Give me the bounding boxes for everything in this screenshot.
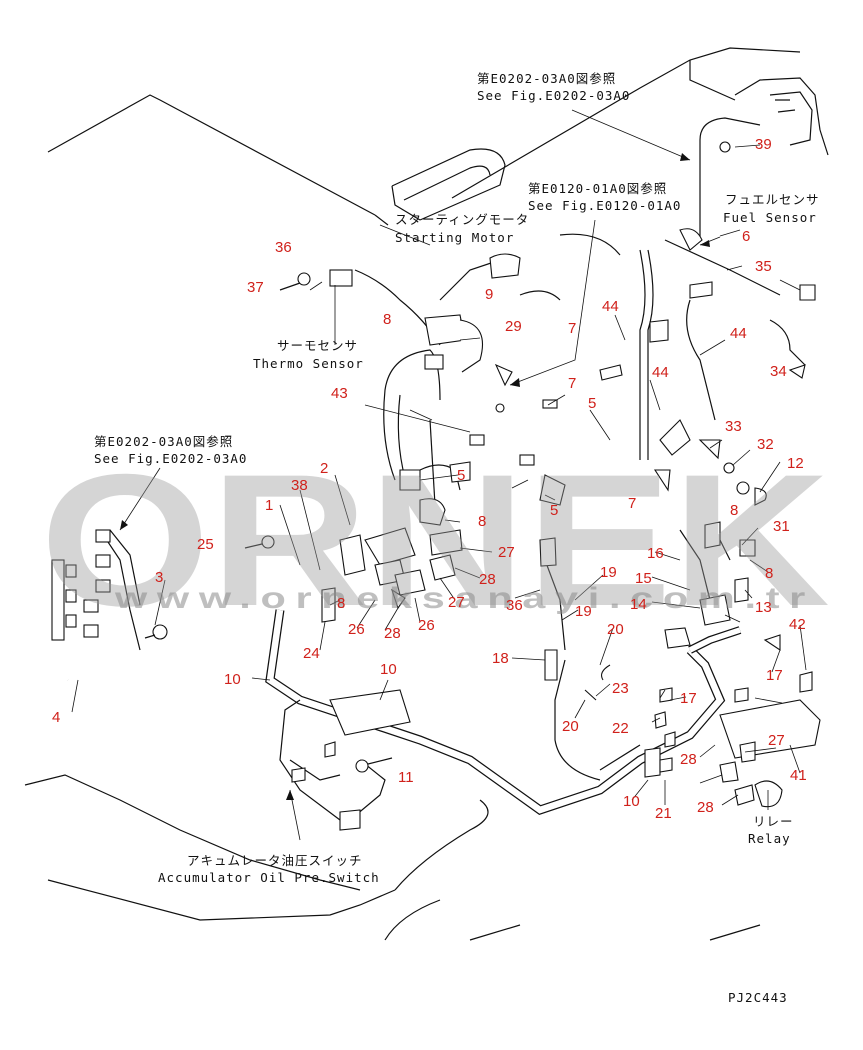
callout-31: 31 xyxy=(773,518,790,535)
ref-e0202-top-en: See Fig.E0202-03A0 xyxy=(477,88,630,103)
watermark-main: ORNEK xyxy=(40,435,830,645)
callout-8-e: 8 xyxy=(765,565,773,582)
callout-33: 33 xyxy=(725,418,742,435)
ref-e0120-en: See Fig.E0120-01A0 xyxy=(528,198,681,213)
callout-10-c: 10 xyxy=(623,793,640,810)
callout-21: 21 xyxy=(655,805,672,822)
starting-motor-jp: スターティングモータ xyxy=(395,212,529,227)
callout-5-b: 5 xyxy=(457,467,465,484)
callout-27-b: 27 xyxy=(448,594,465,611)
callout-29: 29 xyxy=(505,318,522,335)
callout-12: 12 xyxy=(787,455,804,472)
callout-28-d: 28 xyxy=(697,799,714,816)
callout-16: 16 xyxy=(647,545,664,562)
fuel-sensor-jp: フュエルセンサ xyxy=(725,192,820,207)
callout-25: 25 xyxy=(197,536,214,553)
callout-17-b: 17 xyxy=(766,667,783,684)
callout-11: 11 xyxy=(398,769,414,786)
callout-26-b: 26 xyxy=(418,617,435,634)
callout-28-c: 28 xyxy=(680,751,697,768)
callout-44-a: 44 xyxy=(602,298,619,315)
callout-7-a: 7 xyxy=(568,320,576,337)
callout-17-a: 17 xyxy=(680,690,697,707)
callout-9: 9 xyxy=(485,286,493,303)
callout-44-c: 44 xyxy=(652,364,669,381)
part-callouts: 1 2 3 4 5 5 5 6 7 7 7 8 8 8 8 8 9 10 10 … xyxy=(52,136,807,822)
ref-e0202-top-jp: 第E0202-03A0図参照 xyxy=(477,71,616,86)
callout-37: 37 xyxy=(247,279,264,296)
relay-en: Relay xyxy=(748,831,791,846)
thermo-sensor-en: Thermo Sensor xyxy=(253,356,364,371)
leader-lines xyxy=(71,109,807,841)
callout-43: 43 xyxy=(331,385,348,402)
fuel-sensor-en: Fuel Sensor xyxy=(723,210,817,225)
callout-27-a: 27 xyxy=(498,544,515,561)
callout-36-a: 36 xyxy=(275,239,292,256)
callout-41: 41 xyxy=(790,767,807,784)
callout-23: 23 xyxy=(612,680,629,697)
watermark-sub: www.orneksanayi.com.tr xyxy=(114,582,815,615)
machine-outline xyxy=(24,47,829,941)
callout-34: 34 xyxy=(770,363,787,380)
callout-8-c: 8 xyxy=(337,595,345,612)
callout-13: 13 xyxy=(755,599,772,616)
callout-18: 18 xyxy=(492,650,509,667)
drawing-code: PJ2C443 xyxy=(728,990,788,1005)
callout-10-b: 10 xyxy=(380,661,397,678)
callout-5-c: 5 xyxy=(550,502,558,519)
callout-28-a: 28 xyxy=(479,571,496,588)
callout-7-b: 7 xyxy=(568,375,576,392)
callout-19-a: 19 xyxy=(600,564,617,581)
callout-5-a: 5 xyxy=(588,395,596,412)
callout-39: 39 xyxy=(755,136,772,153)
callout-32: 32 xyxy=(757,436,774,453)
callout-28-b: 28 xyxy=(384,625,401,642)
callout-2: 2 xyxy=(320,460,328,477)
reference-labels: 第E0202-03A0図参照 See Fig.E0202-03A0 第E0120… xyxy=(94,71,820,1005)
callout-36-b: 36 xyxy=(506,597,523,614)
relay-jp: リレー xyxy=(753,814,794,829)
starting-motor-en: Starting Motor xyxy=(395,230,514,245)
callout-3: 3 xyxy=(155,569,163,586)
thermo-sensor-jp: サーモセンサ xyxy=(277,338,358,353)
callout-20-a: 20 xyxy=(607,621,624,638)
callout-1: 1 xyxy=(265,497,273,514)
callout-10-a: 10 xyxy=(224,671,241,688)
callout-27-c: 27 xyxy=(768,732,785,749)
callout-8-d: 8 xyxy=(730,502,738,519)
callout-38: 38 xyxy=(291,477,308,494)
callout-22: 22 xyxy=(612,720,629,737)
ref-e0120-jp: 第E0120-01A0図参照 xyxy=(528,181,667,196)
callout-19-b: 19 xyxy=(575,603,592,620)
ref-e0202-left-en: See Fig.E0202-03A0 xyxy=(94,451,247,466)
callout-20-b: 20 xyxy=(562,718,579,735)
callout-35: 35 xyxy=(755,258,772,275)
callout-7-c: 7 xyxy=(628,495,636,512)
ref-e0202-left-jp: 第E0202-03A0図参照 xyxy=(94,434,233,449)
accumulator-switch-jp: アキュムレータ油圧スイッチ xyxy=(187,853,363,868)
accumulator-switch-en: Accumulator Oil Pre.Switch xyxy=(158,870,380,885)
callout-8-b: 8 xyxy=(478,513,486,530)
callout-8-a: 8 xyxy=(383,311,391,328)
main-harness xyxy=(66,117,806,821)
callout-44-b: 44 xyxy=(730,325,747,342)
callout-15: 15 xyxy=(635,570,652,587)
callout-26-a: 26 xyxy=(348,621,365,638)
hardware-parts xyxy=(51,141,821,831)
callout-14: 14 xyxy=(630,596,647,613)
callout-6: 6 xyxy=(742,228,750,245)
callout-24: 24 xyxy=(303,645,320,662)
watermark: ORNEK www.orneksanayi.com.tr xyxy=(40,435,830,645)
callout-4: 4 xyxy=(52,709,60,726)
callout-42: 42 xyxy=(789,616,806,633)
